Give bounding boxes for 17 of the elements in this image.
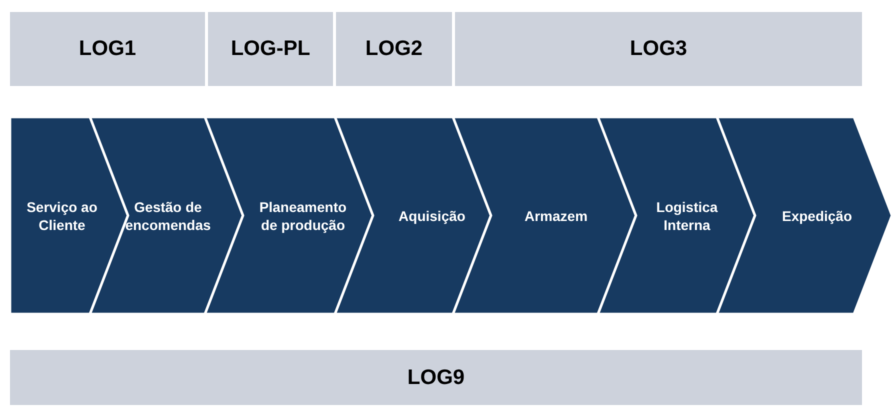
- category-label: LOG-PL: [230, 37, 310, 61]
- step-label: Aquisição: [398, 206, 466, 224]
- category-bar: [455, 12, 862, 86]
- step-label: Planeamento de produção: [258, 198, 348, 234]
- category-label: LOG2: [365, 37, 423, 61]
- category-label: LOG3: [630, 37, 688, 61]
- category-label: LOG9: [407, 366, 465, 390]
- step-label: Serviço ao Cliente: [26, 198, 98, 234]
- step-label: Gestão de encomendas: [124, 198, 212, 234]
- category-bar: [10, 12, 205, 86]
- step-label: Armazem: [523, 206, 589, 224]
- category-bar: [10, 350, 862, 405]
- step-label: Expedição: [780, 206, 854, 224]
- category-label: LOG1: [78, 37, 136, 61]
- step-label: Logistica Interna: [655, 198, 719, 234]
- category-bar: [336, 12, 452, 86]
- category-bar: [208, 12, 333, 86]
